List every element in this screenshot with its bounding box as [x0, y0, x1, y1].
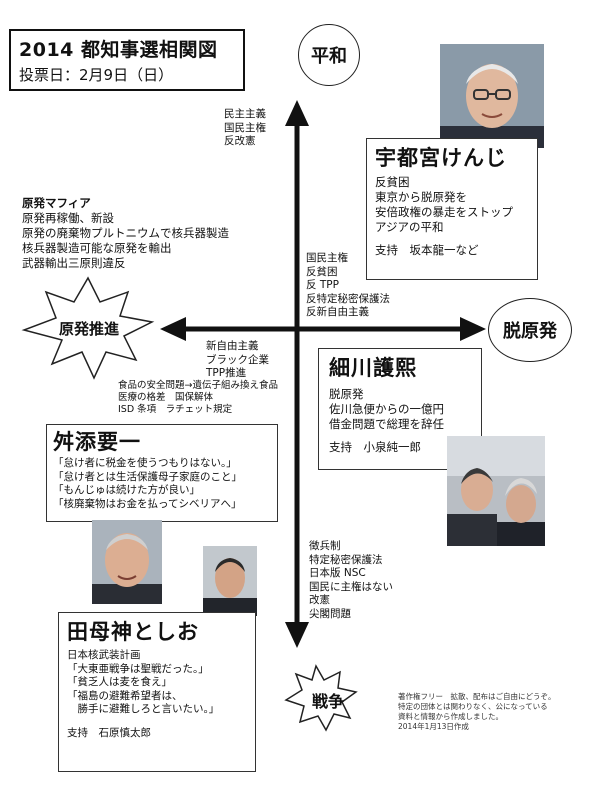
mafia-line: 核兵器製造可能な原発を輸出	[22, 241, 172, 255]
candidate-line: アジアの平和	[375, 220, 444, 234]
note-line: 民主主義	[224, 108, 266, 120]
note-neoliberal: 新自由主義 ブラック企業 TPP推進	[206, 340, 269, 381]
candidate-line: 脱原発	[329, 387, 364, 401]
portrait-icon	[203, 546, 257, 616]
note-line: 反 TPP	[306, 279, 339, 291]
candidate-box-hosokawa: 細川護熙 脱原発 佐川急便からの一億円 借金問題で総理を辞任 支持 小泉純一郎	[318, 348, 482, 470]
note-line: 日本版 NSC	[309, 567, 366, 579]
hosokawa-koizumi-photo	[447, 436, 545, 546]
axis-label-pro-nuclear-text: 原発推進	[58, 320, 119, 338]
candidate-line: 安倍政権の暴走をストップ	[375, 205, 513, 219]
candidate-box-tamogami: 田母神としお 日本核武装計画 「大東亜戦争は聖戦だった。」 「貧乏人は麦を食え」…	[58, 612, 256, 772]
candidate-line: 「貧乏人は麦を食え」	[67, 676, 172, 688]
note-line: 国民に主権はない	[309, 580, 393, 593]
candidate-name: 細川護熙	[329, 356, 417, 380]
note-line: 国民主権	[224, 121, 266, 134]
nuclear-mafia-note: 原発マフィア 原発再稼働、新設 原発の廃棄物プルトニウムで核兵器製造 核兵器製造…	[22, 196, 229, 271]
candidate-name: 舛添要一	[53, 430, 141, 454]
note-line: 改憲	[309, 594, 330, 606]
portrait-icon	[440, 44, 544, 148]
candidate-line: 「核廃棄物はお金を払ってシベリアへ」	[53, 497, 242, 510]
note-line: 特定秘密保護法	[309, 553, 383, 566]
page-title: 2014 都知事選相関図	[19, 39, 218, 61]
candidate-line: 「大東亜戦争は聖戦だった。」	[67, 662, 209, 675]
starburst-bottom-icon	[284, 664, 358, 732]
candidate-support: 支持 坂本龍一など	[375, 243, 479, 257]
candidate-line: 勝手に避難しろと言いたい。」	[67, 703, 220, 715]
axis-label-war-text: 戦争	[311, 692, 344, 711]
candidate-support: 支持 石原慎太郎	[67, 726, 151, 739]
mafia-line: 原発の廃棄物プルトニウムで核兵器製造	[22, 226, 229, 240]
axis-label-anti-nuclear-text: 脱原発	[503, 321, 557, 342]
note-line: 徴兵制	[309, 540, 341, 552]
candidate-line: 「怠け者に税金を使うつもりはない。」	[53, 457, 237, 469]
portrait-icon	[447, 436, 545, 546]
note-tpp-detail: 食品の安全問題→遺伝子組み換え食品 医療の格差 国保解体 ISD 条項 ラチェッ…	[118, 380, 278, 416]
candidate-name: 田母神としお	[67, 620, 199, 644]
up-arrow-icon	[285, 100, 309, 126]
candidate-name: 宇都宮けんじ	[375, 146, 507, 170]
note-line: 新自由主義	[206, 340, 259, 352]
starburst-left-icon	[21, 276, 155, 380]
note-line: 反特定秘密保護法	[306, 292, 390, 305]
portrait-icon	[92, 520, 162, 604]
copyright-line: 2014年1月13日作成	[398, 722, 469, 731]
note-line: 反新自由主義	[306, 306, 369, 318]
copyright-line: 資料と情報から作成しました。	[398, 712, 503, 721]
mafia-line: 武器輸出三原則違反	[22, 256, 126, 270]
note-line: 尖閣問題	[309, 607, 351, 620]
note-line: TPP推進	[206, 367, 247, 379]
candidate-line: 佐川急便からの一億円	[329, 402, 444, 416]
left-arrow-icon	[160, 317, 186, 341]
candidate-box-utsunomiya: 宇都宮けんじ 反貧困 東京から脱原発を 安倍政権の暴走をストップ アジアの平和 …	[366, 138, 538, 280]
axis-label-anti-nuclear: 脱原発	[488, 298, 572, 362]
down-arrow-icon	[285, 622, 309, 648]
note-line: 反貧困	[306, 265, 338, 278]
note-democracy: 民主主義 国民主権 反改憲	[224, 108, 266, 149]
note-conscription: 徴兵制 特定秘密保護法 日本版 NSC 国民に主権はない 改憲 尖閣問題	[309, 540, 393, 621]
candidate-box-masuzoe: 舛添要一 「怠け者に税金を使うつもりはない。」 「怠け者とは生活保護母子家庭のこ…	[46, 424, 278, 522]
candidate-line: 「怠け者とは生活保護母子家庭のこと」	[53, 470, 242, 483]
vote-date: 投票日：2月9日（日）	[19, 66, 174, 84]
candidate-line: 日本核武装計画	[67, 649, 141, 661]
candidate-line: 「もんじゅは続けた方が良い」	[53, 484, 200, 496]
mafia-line: 原発再稼働、新設	[22, 211, 114, 225]
title-box: 2014 都知事選相関図 投票日：2月9日（日）	[9, 29, 245, 91]
candidate-line: 反貧困	[375, 175, 410, 189]
note-anti-tpp: 国民主権 反貧困 反 TPP 反特定秘密保護法 反新自由主義	[306, 252, 390, 320]
mafia-title: 原発マフィア	[22, 196, 91, 210]
copyright-line: 著作権フリー 拡散、配布はご自由にどうぞ。	[398, 692, 556, 701]
axis-label-peace: 平和	[298, 24, 360, 86]
note-line: ISD 条項 ラチェット規定	[118, 404, 233, 415]
axis-label-war: 戦争	[304, 688, 352, 712]
candidate-support: 支持 小泉純一郎	[329, 440, 421, 454]
masuzoe-photo	[92, 520, 162, 604]
copyright-line: 特定の団体とは関わりなく、公になっている	[398, 702, 548, 711]
axis-label-peace-text: 平和	[311, 46, 347, 67]
candidate-line: 東京から脱原発を	[375, 190, 467, 204]
note-line: 反改憲	[224, 135, 256, 147]
copyright-note: 著作権フリー 拡散、配布はご自由にどうぞ。 特定の団体とは関わりなく、公になって…	[398, 692, 556, 732]
note-line: 国民主権	[306, 252, 348, 264]
axis-label-pro-nuclear: 原発推進	[44, 318, 134, 339]
tamogami-photo	[203, 546, 257, 616]
candidate-line: 「福島の避難希望者は、	[67, 689, 183, 702]
candidate-line: 借金問題で総理を辞任	[329, 417, 444, 431]
note-line: 食品の安全問題→遺伝子組み換え食品	[118, 380, 278, 391]
note-line: ブラック企業	[206, 353, 269, 366]
note-line: 医療の格差 国保解体	[118, 392, 214, 403]
right-arrow-icon	[460, 317, 486, 341]
utsunomiya-photo	[440, 44, 544, 148]
